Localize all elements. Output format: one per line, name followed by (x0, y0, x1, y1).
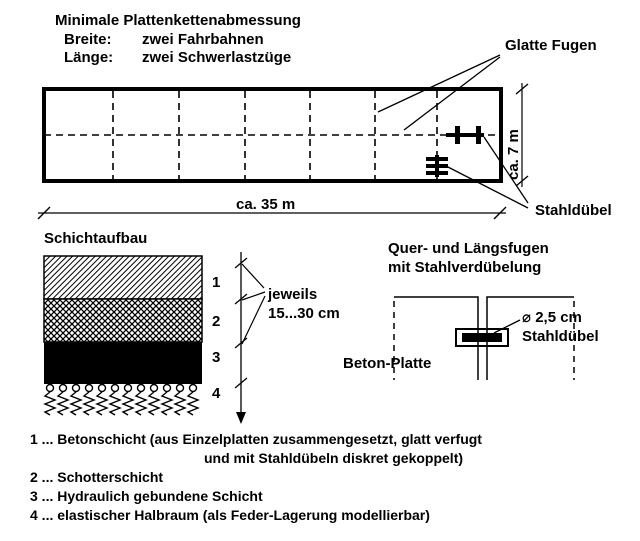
joint-detail-title-2: mit Stahlverdübelung (388, 259, 541, 276)
legend-item-1: 1 ... Betonschicht (aus Einzelplatten zu… (30, 431, 482, 447)
joint-detail-diameter: ⌀ 2,5 cm (522, 309, 582, 326)
length-dimension (37, 206, 507, 220)
joint-detail-title-1: Quer- und Längsfugen (388, 240, 549, 257)
joint-detail-dowel: Stahldübel (522, 328, 599, 345)
width-value: zwei Fahrbahnen (142, 31, 264, 48)
dowel-leaders (445, 136, 529, 209)
length-value: zwei Schwerlastzüge (142, 49, 291, 66)
layer-concrete (43, 255, 203, 300)
thickness-line-2: 15...30 cm (268, 305, 340, 322)
layers-title: Schichtaufbau (44, 230, 147, 247)
plan-dowels (426, 126, 484, 177)
legend-item-3: 3 ... Hydraulich gebundene Schicht (30, 488, 263, 504)
dowel-label: Stahldübel (535, 202, 612, 219)
length-dimension-label: ca. 35 m (236, 196, 295, 213)
layer-legend: 1 ... Betonschicht (aus Einzelplatten zu… (30, 430, 630, 525)
width-dimension-label: ca. 7 m (505, 129, 522, 180)
header-title: Minimale Plattenkettenabmessung (55, 12, 301, 29)
layer-number-3: 3 (212, 349, 220, 366)
width-label: Breite: (64, 31, 112, 48)
layer-bound (44, 342, 202, 384)
layer-number-1: 1 (212, 274, 220, 291)
joint-detail-slab: Beton-Platte (343, 355, 431, 372)
layer-gravel (43, 298, 203, 343)
width-dimension (515, 83, 529, 187)
thickness-line-1: jeweils (267, 286, 317, 303)
smooth-joints-leaders (377, 54, 501, 131)
joint-detail-drawing (393, 296, 575, 380)
legend-item-2: 2 ... Schotterschicht (30, 469, 164, 485)
layer-stack (43, 255, 203, 384)
layer-number-4: 4 (212, 385, 221, 402)
legend-item-1-continued: und mit Stahldübeln diskret gekoppelt) (204, 450, 464, 466)
depth-axis (234, 252, 266, 424)
layer-number-2: 2 (212, 313, 220, 330)
legend-item-4: 4 ... elastischer Halbraum (als Feder-La… (30, 507, 430, 523)
springs (43, 383, 200, 416)
length-label: Länge: (64, 49, 113, 66)
smooth-joints-label: Glatte Fugen (505, 37, 597, 54)
